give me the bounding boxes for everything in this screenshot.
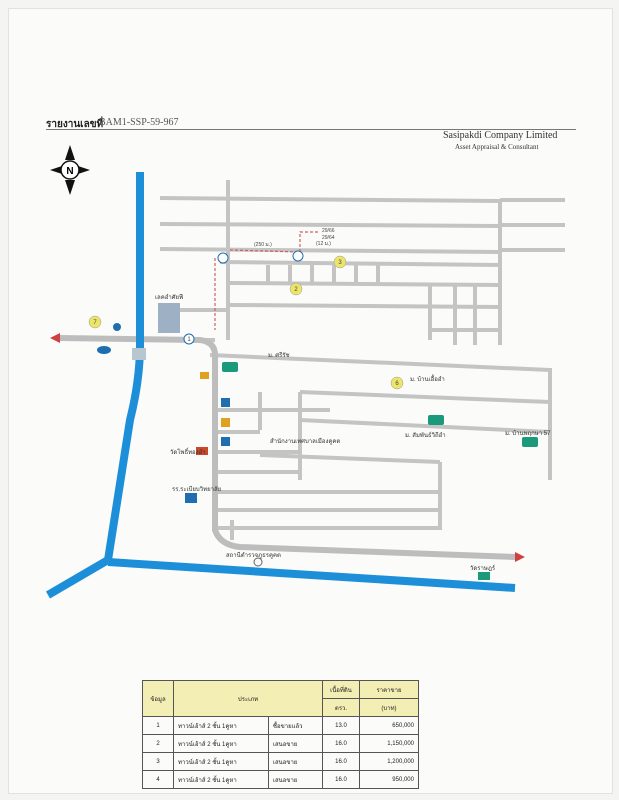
svg-text:6: 6 (395, 381, 399, 387)
arrow-left-icon (50, 333, 60, 343)
main-soi (59, 335, 516, 560)
village-3-label: ม. บ้านพฤกษา 57 (505, 431, 551, 437)
north-arrow-icon: N (50, 145, 90, 195)
bank-icon (221, 398, 230, 407)
subject-label-2: 29/64 (322, 235, 335, 241)
comparables-table: ข้อมูล ประเภท เนื้อที่ดิน ราคาขาย ตรว. (… (142, 680, 419, 789)
bank-3-icon (221, 437, 230, 446)
school-label: รร.ระเบียบวิทยาลัย (172, 487, 222, 493)
temple-label: วัดโพธิ์ทองอำ (170, 450, 206, 456)
col-no: ข้อมูล (142, 680, 174, 717)
arrow-right-icon (515, 552, 525, 562)
main-road-bottom (107, 558, 516, 592)
mall-building (158, 303, 180, 333)
company-subtitle: Asset Appraisal & Consultant (455, 143, 539, 151)
station-label: สถานีตำรวจภูธรคูคต (226, 553, 281, 559)
temple-2-label: วัดราษฎร์ (470, 566, 496, 572)
header-rule (46, 129, 576, 130)
village-icons (222, 362, 538, 447)
shop-icon (200, 372, 209, 379)
svg-text:7: 7 (93, 320, 97, 326)
report-number: BAM1-SSP-59-967 (99, 117, 179, 128)
landmark-icon (253, 557, 263, 567)
subject-label: 29/66 (322, 228, 335, 234)
office-label: สำนักงานเทศบาลเมืองคูคต (270, 439, 341, 445)
distance-label: (12 ม.) (316, 241, 331, 247)
report-label: รายงานเลขที่ (46, 119, 104, 130)
soi-label: ม. ศรีรัช (268, 353, 290, 359)
temple-icon (196, 447, 208, 455)
col-area: เนื้อที่ดิน (322, 680, 360, 699)
route-to-subject (229, 231, 320, 253)
mall-label: เลคอำศัยฟี (155, 295, 184, 301)
svg-text:1: 1 (187, 337, 191, 343)
company-name: Sasipakdi Company Limited (443, 130, 558, 141)
soi-roads (159, 180, 565, 540)
temple-2-icon (478, 572, 490, 580)
bank-2-icon (221, 418, 230, 427)
comparable-markers (88, 250, 404, 390)
school-icon (185, 493, 197, 503)
svg-text:2: 2 (294, 287, 298, 293)
svg-text:N: N (66, 166, 73, 177)
main-road-vertical (104, 172, 144, 561)
svg-text:3: 3 (338, 260, 342, 266)
col-price: ราคาขาย (359, 680, 419, 699)
gas-station-icon (113, 323, 121, 331)
village-2-label: ม. สัมพันธ์วิถีอำ (405, 433, 446, 439)
col-area-unit: ตรว. (322, 698, 360, 717)
distance-label: (250 ม.) (254, 242, 272, 248)
col-type: ประเภท (173, 680, 323, 717)
sign-icon (97, 346, 111, 354)
col-price-unit: (บาท) (359, 698, 419, 717)
village-1-label: ม. บ้านเอื้ออำ (410, 377, 445, 383)
main-road-diagonal (45, 556, 111, 599)
